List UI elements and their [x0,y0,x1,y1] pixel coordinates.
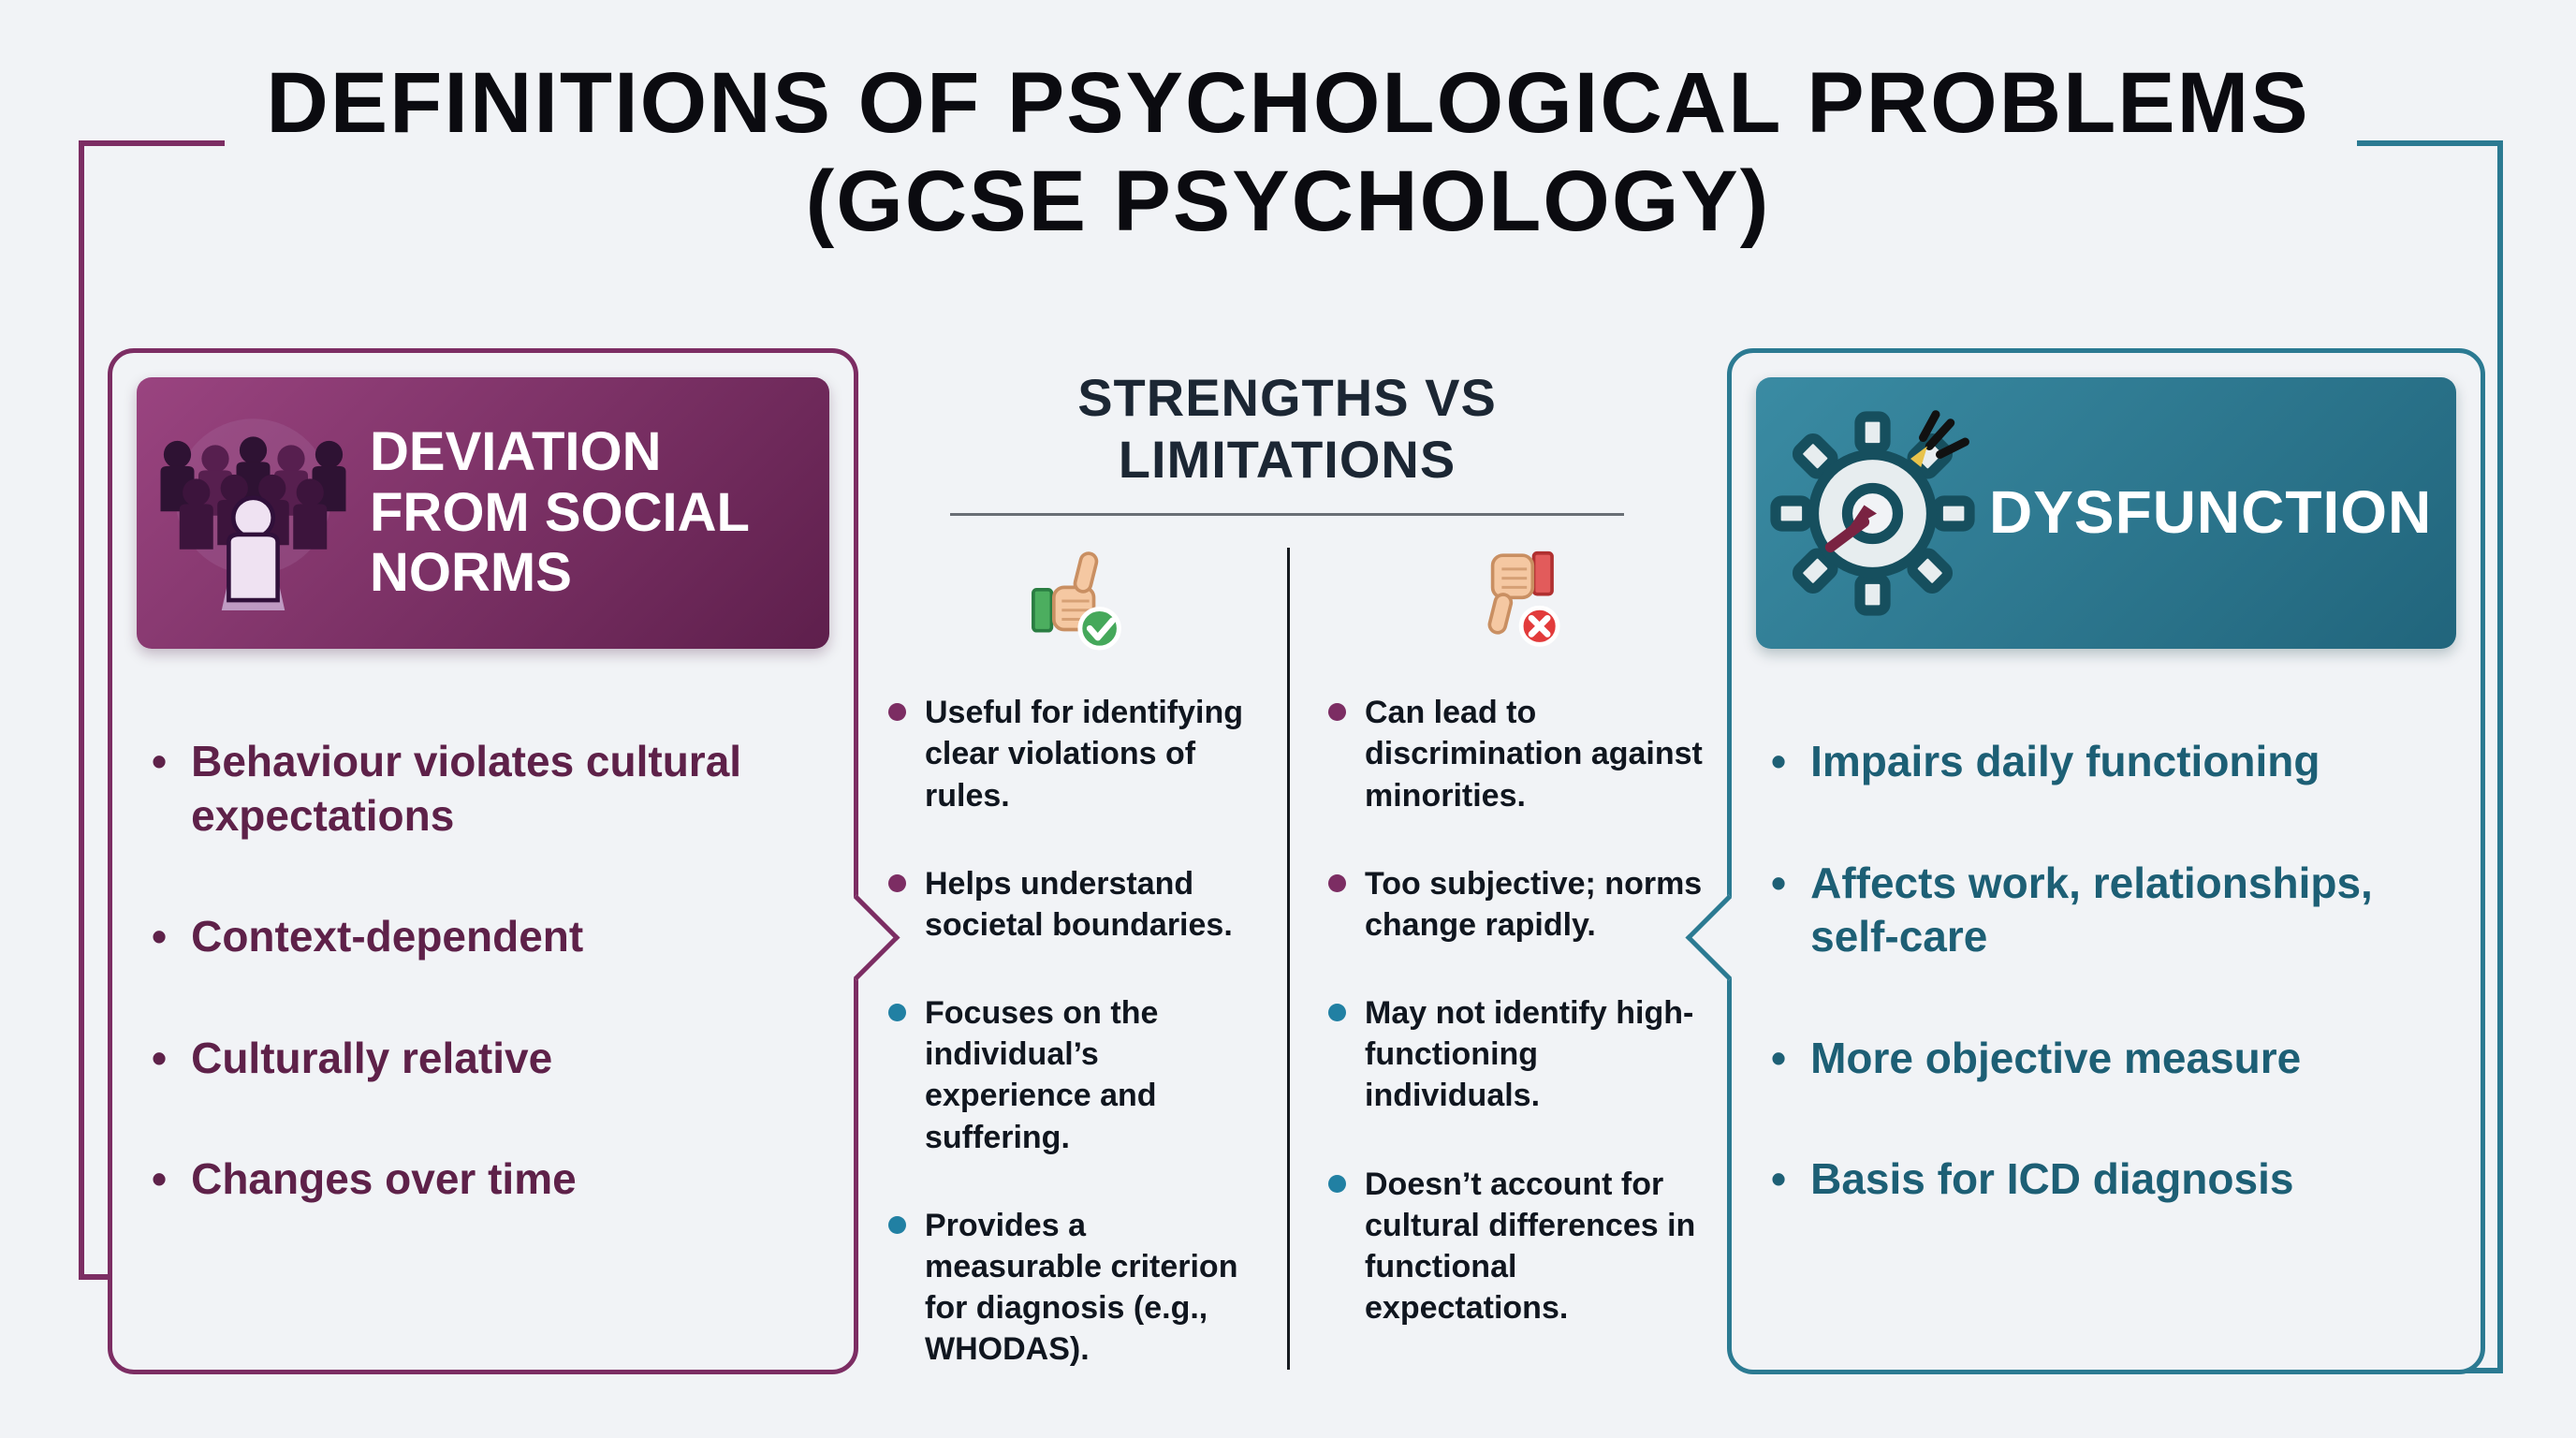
page-title: DEFINITIONS OF PSYCHOLOGICAL PROBLEMS (G… [0,54,2576,251]
strengths-vs-limitations-section: STRENGTHS VS LIMITATIONS Useful for iden… [847,367,1727,1417]
strength-item: Focuses on the individual’s experience a… [888,992,1263,1158]
column-divider [1287,548,1290,1371]
bullet-text: Basis for ICD diagnosis [1810,1154,2294,1203]
strength-item: Provides a measurable criterion for diag… [888,1205,1263,1371]
bullet-dot [1328,873,1346,892]
bullet-dot [888,703,906,722]
strength-item: Helps understand societal boundaries. [888,863,1263,946]
bullet-item: • Basis for ICD diagnosis [1771,1152,2456,1207]
bullet-dot: • [1771,858,1787,907]
bullet-dot: • [152,1154,168,1203]
page-title-line1: DEFINITIONS OF PSYCHOLOGICAL PROBLEMS [266,55,2310,151]
bullet-dot: • [1771,1033,1787,1082]
bullet-dot: • [152,912,168,961]
deviation-panel: DEVIATION FROM SOCIAL NORMS • Behaviour … [108,348,900,1374]
strength-text: Useful for identifying clear violations … [925,695,1243,814]
comparison-heading-line2: LIMITATIONS [1118,430,1456,490]
thumbs-down-icon [1487,551,1560,647]
bullet-dot: • [1771,1154,1787,1203]
bullet-item: • Culturally relative [152,1032,829,1086]
dysfunction-panel-header: DYSFUNCTION [1756,377,2456,649]
thumbs-up-icon [1032,551,1121,651]
bullet-dot: • [1771,737,1787,785]
bullet-text: Context-dependent [191,912,584,961]
strengths-column: Useful for identifying clear violations … [847,544,1287,1416]
bullet-item: • Behaviour violates cultural expectatio… [152,735,829,843]
bullet-dot: • [152,1033,168,1082]
gear-icon [1770,409,1975,616]
comparison-heading: STRENGTHS VS LIMITATIONS [847,367,1727,491]
heading-underline [950,513,1624,517]
dysfunction-panel-title: DYSFUNCTION [1989,478,2433,547]
dysfunction-bullet-list: • Impairs daily functioning • Affects wo… [1732,673,2481,1207]
limitation-item: May not identify high-functioning indivi… [1328,992,1703,1117]
deviation-panel-header: DEVIATION FROM SOCIAL NORMS [137,377,829,649]
bullet-text: Culturally relative [191,1033,553,1082]
limitation-item: Can lead to discrimination against minor… [1328,692,1703,816]
limitation-text: Too subjective; norms change rapidly. [1365,865,1703,943]
bullet-dot [888,1004,906,1022]
bullet-text: More objective measure [1810,1033,2302,1082]
strength-text: Provides a measurable criterion for diag… [925,1207,1238,1368]
bullet-item: • Context-dependent [152,910,829,964]
crowd-icon [160,418,346,610]
bullet-text: Impairs daily functioning [1810,737,2320,785]
bullet-dot [1328,1004,1346,1022]
dysfunction-panel: DYSFUNCTION • Impairs daily functioning … [1685,348,2485,1374]
limitation-item: Doesn’t account for cultural differences… [1328,1164,1703,1329]
limitation-text: Doesn’t account for cultural differences… [1365,1166,1696,1327]
bullet-dot [888,873,906,892]
limitations-column: Can lead to discrimination against minor… [1287,544,1727,1416]
limitation-text: May not identify high-functioning indivi… [1365,995,1694,1114]
bullet-dot [888,1215,906,1234]
bullet-text: Behaviour violates cultural expectations [191,737,742,840]
bullet-text: Changes over time [191,1154,577,1203]
bullet-item: • Impairs daily functioning [1771,735,2456,789]
bullet-dot: • [152,737,168,785]
deviation-bullet-list: • Behaviour violates cultural expectatio… [112,673,854,1207]
page-title-line2: (GCSE PSYCHOLOGY) [805,153,1771,249]
limitation-item: Too subjective; norms change rapidly. [1328,863,1703,946]
bullet-dot [1328,1174,1346,1193]
comparison-heading-line1: STRENGTHS VS [1077,368,1497,427]
bullet-text: Affects work, relationships, self-care [1810,858,2373,961]
strength-item: Useful for identifying clear violations … [888,692,1263,816]
bullet-item: • Changes over time [152,1152,829,1207]
bullet-item: • Affects work, relationships, self-care [1771,857,2456,964]
deviation-panel-title: DEVIATION FROM SOCIAL NORMS [370,420,749,604]
bullet-item: • More objective measure [1771,1032,2456,1086]
limitation-text: Can lead to discrimination against minor… [1365,695,1703,814]
strength-text: Focuses on the individual’s experience a… [925,995,1159,1155]
strength-text: Helps understand societal boundaries. [925,865,1233,943]
bullet-dot [1328,703,1346,722]
